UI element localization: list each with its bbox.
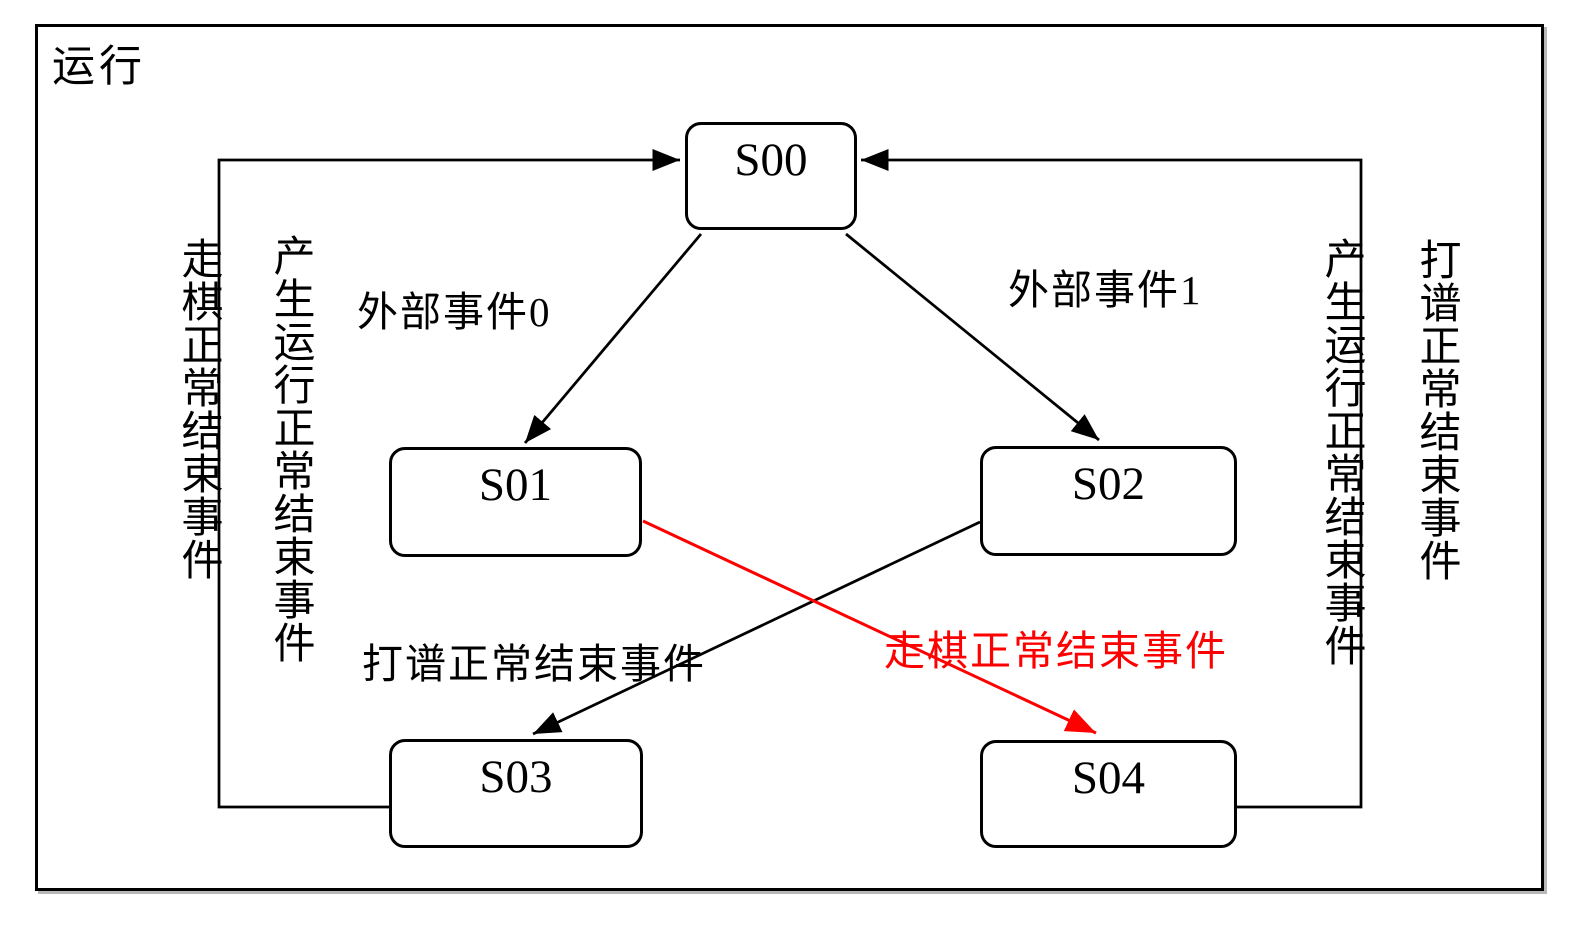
state-label-s01: S01 [478,459,553,511]
edge-label-left-inner-vertical: 产生运行正常结束事件 [267,234,313,664]
state-node-s03[interactable]: S03 [389,739,643,848]
state-node-s04[interactable]: S04 [980,740,1237,848]
state-node-s02[interactable]: S02 [980,446,1237,556]
edge-s00-to-s02 [845,232,1100,442]
edge-label-left-outer-vertical: 走棋正常结束事件 [175,237,221,581]
edge-s01-to-s04-highlight [642,519,1097,735]
edge-label-zouqi-normal-end-highlight: 走棋正常结束事件 [884,628,1228,674]
superstate-title: 运行 [52,44,146,91]
state-label-s02: S02 [1071,458,1146,510]
state-label-s03: S03 [479,751,553,803]
run-superstate-box [35,24,1544,891]
edge-label-external-event-0: 外部事件0 [357,289,552,335]
edge-label-right-inner-vertical: 产生运行正常结束事件 [1318,237,1364,667]
edge-s00-to-s01 [523,233,703,444]
edge-label-right-outer-vertical: 打谱正常结束事件 [1413,238,1459,582]
state-node-s00[interactable]: S00 [685,122,857,230]
edge-s03-to-s00 [217,149,680,809]
edge-label-external-event-1: 外部事件1 [1008,267,1203,313]
state-label-s00: S00 [734,134,808,186]
edge-label-dapu-normal-end: 打谱正常结束事件 [362,641,706,687]
edge-s04-to-s00 [861,149,1363,809]
edge-s02-to-s03 [532,520,981,736]
state-label-s04: S04 [1071,752,1146,804]
state-node-s01[interactable]: S01 [389,447,642,557]
